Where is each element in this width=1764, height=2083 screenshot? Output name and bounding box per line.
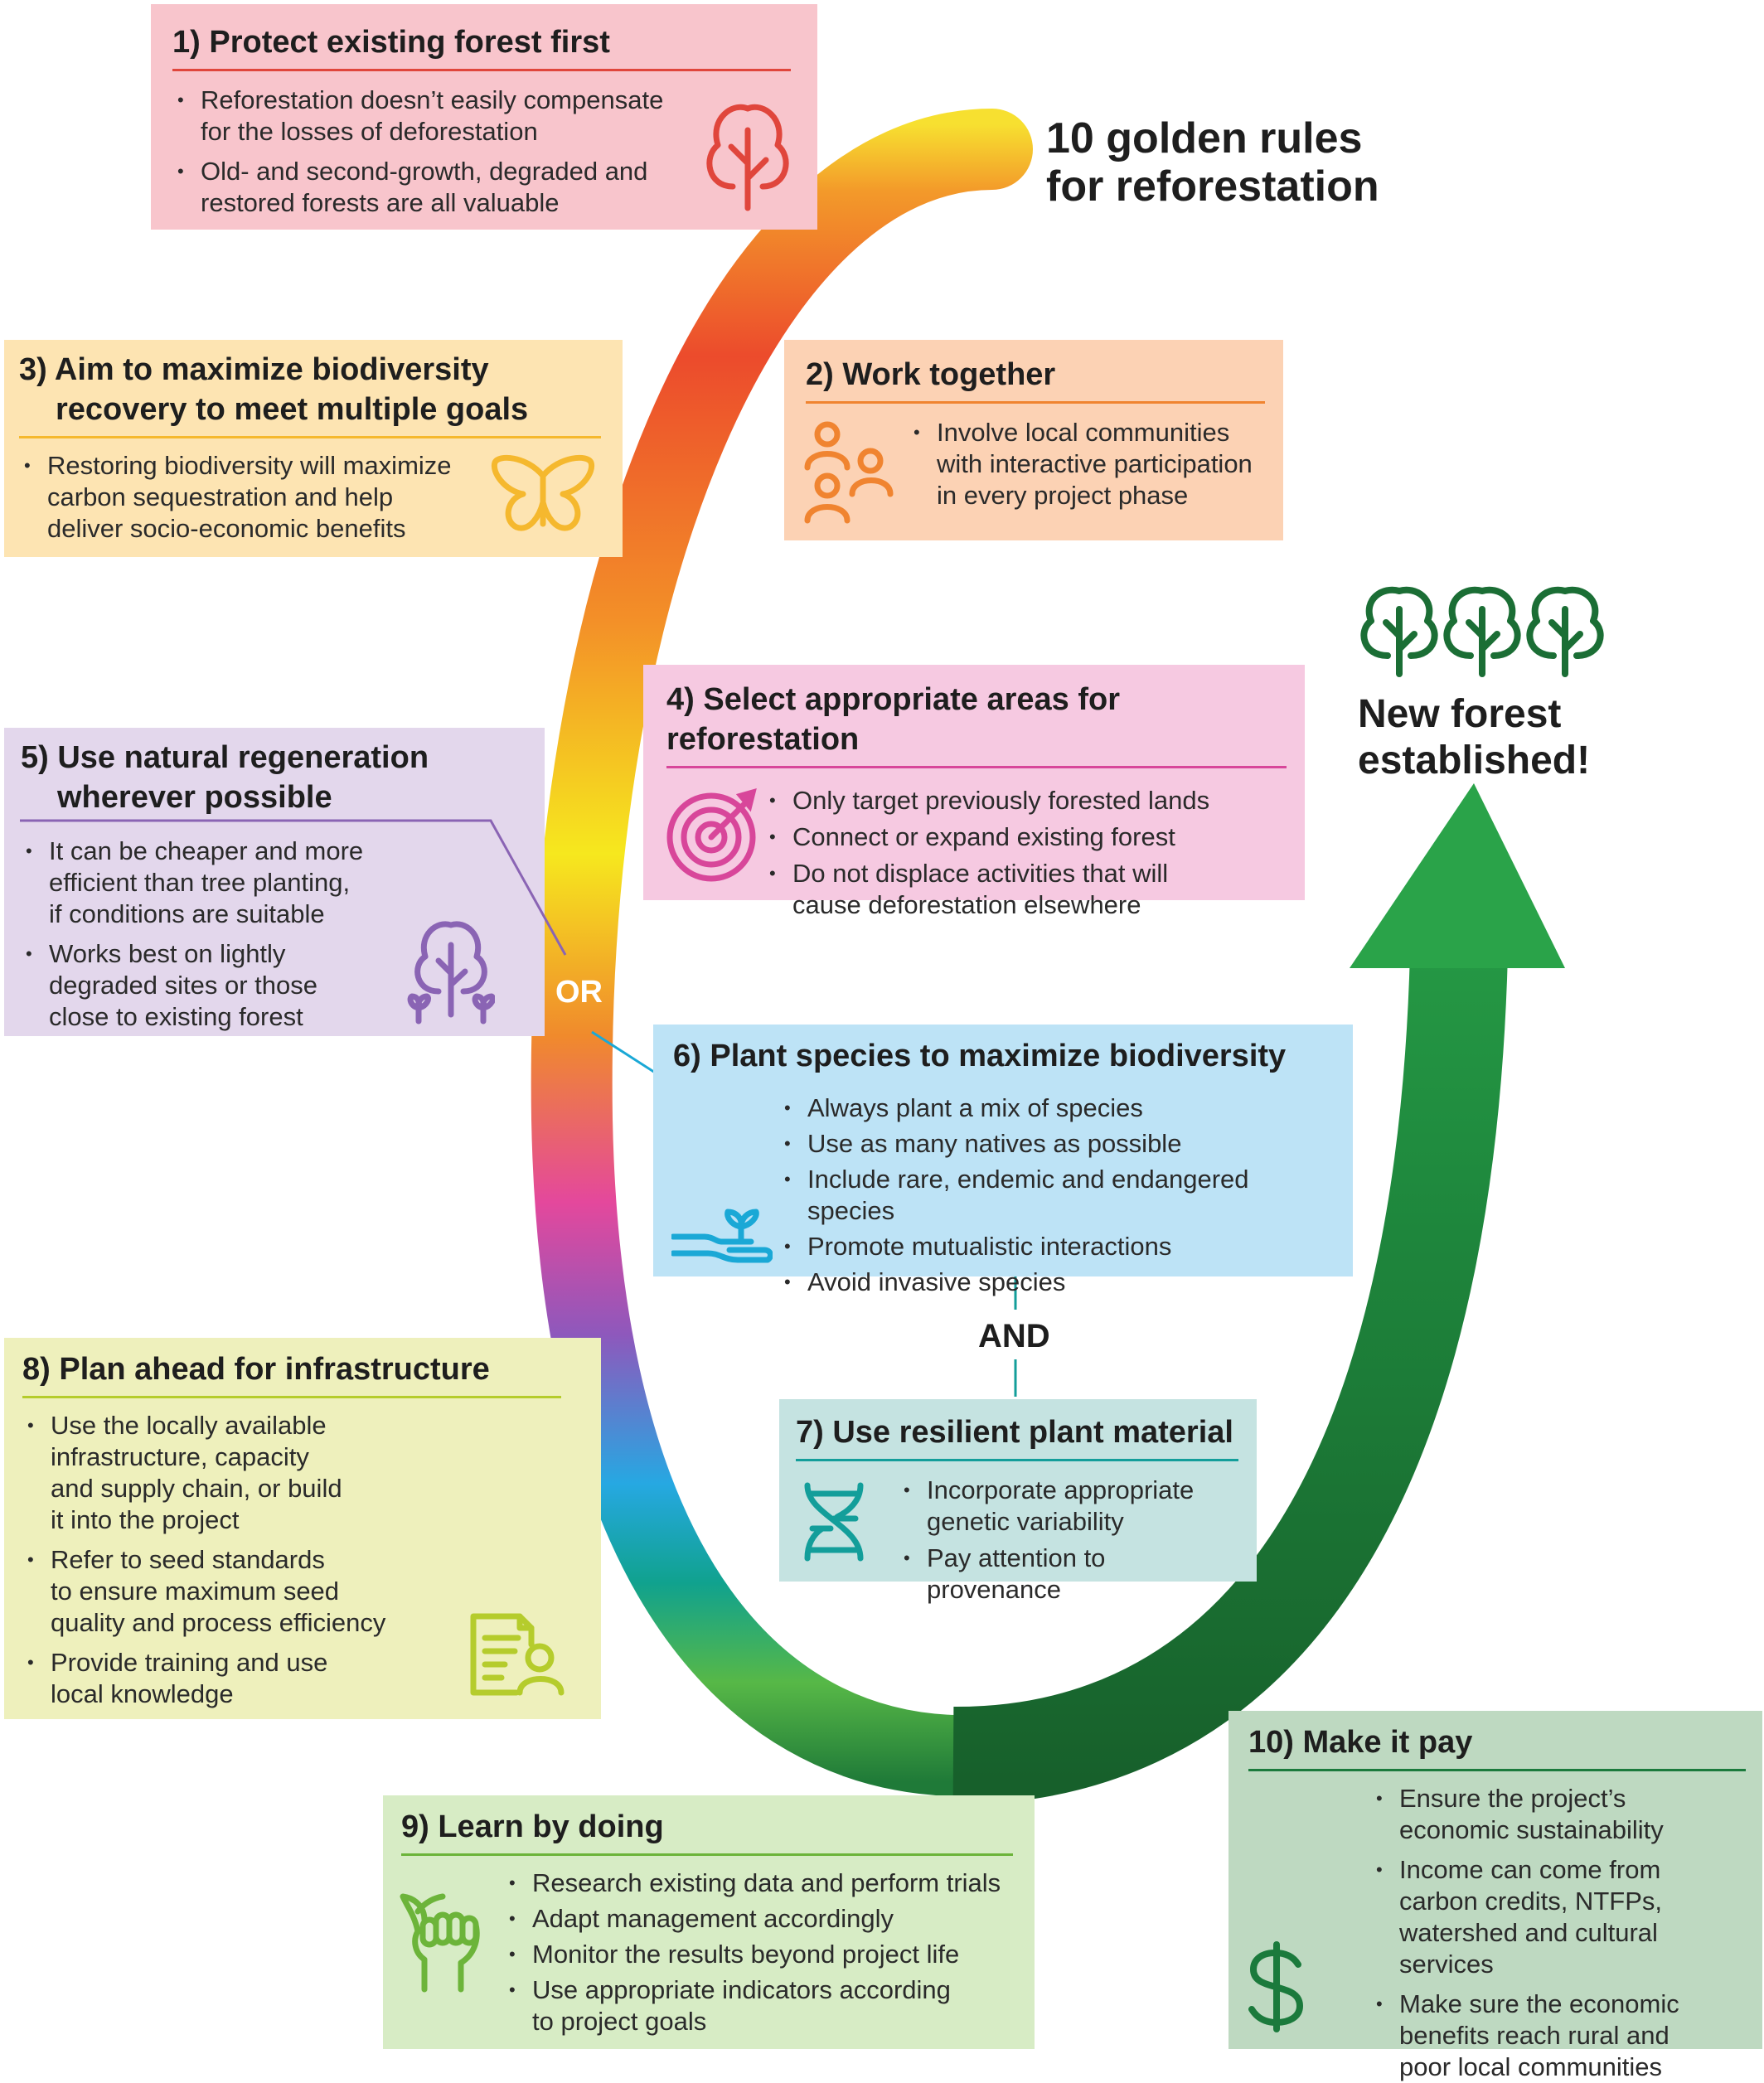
rule-9-bullet: Use appropriate indicators according to …	[504, 1974, 1018, 2037]
rule-3-list: Restoring biodiversity will maximize car…	[19, 450, 601, 545]
rule-6-bullet: Promote mutualistic interactions	[779, 1231, 1335, 1262]
document-person-icon	[470, 1613, 565, 1696]
rule-7-box: 7) Use resilient plant material Incorpor…	[779, 1399, 1257, 1604]
rule-4-list: Only target previously forested lands Co…	[764, 785, 1287, 921]
rule-4-title: 4) Select appropriate areas for reforest…	[666, 680, 1287, 768]
rule-9-title: 9) Learn by doing	[401, 1807, 1013, 1856]
rule-7-bullet: Incorporate appropriate genetic variabil…	[899, 1475, 1240, 1538]
rule-10-bullet: Make sure the economic benefits reach ru…	[1371, 1989, 1746, 2083]
rule-3-box: 3) Aim to maximize biodiversity recovery…	[4, 340, 623, 557]
rule-9-bullet: Research existing data and perform trial…	[504, 1867, 1018, 1899]
rule-6-bullet: Avoid invasive species	[779, 1267, 1335, 1298]
or-connector: OR	[555, 975, 603, 1010]
hand-plant-icon	[671, 1209, 773, 1263]
rule-8-bullet: Use the locally available infrastructure…	[22, 1410, 578, 1536]
outcome-block: New forest established!	[1358, 584, 1606, 784]
rule-8-box: 8) Plan ahead for infrastructure Use the…	[4, 1338, 601, 1719]
target-icon	[666, 787, 757, 882]
rule-2-bullet: Involve local communities with interacti…	[909, 417, 1265, 511]
rule-9-bullet: Adapt management accordingly	[504, 1903, 1018, 1935]
rule-3-bullet: Restoring biodiversity will maximize car…	[19, 450, 601, 545]
rule-3-title-line1: 3) Aim to maximize biodiversity	[19, 352, 489, 387]
rule-8-bullet: Provide training and use local knowledge	[22, 1647, 578, 1710]
rule-5-title-line2: wherever possible	[57, 780, 332, 815]
rule-10-bullet: Income can come from carbon credits, NTF…	[1371, 1854, 1746, 1980]
rule-10-title: 10) Make it pay	[1248, 1722, 1746, 1771]
seedlings-icon	[407, 921, 495, 1025]
rule-1-box: 1) Protect existing forest first Refores…	[151, 4, 817, 230]
people-icon	[804, 421, 894, 524]
rule-10-list: Ensure the project’s economic sustainabi…	[1371, 1783, 1746, 2083]
rule-5-bullet: It can be cheaper and more efficient tha…	[21, 836, 523, 930]
rule-8-list: Use the locally available infrastructure…	[22, 1410, 578, 1710]
rule-2-box: 2) Work together Involve local communiti…	[784, 340, 1283, 540]
rule-5-title-line1: 5) Use natural regeneration	[21, 740, 429, 775]
rule-9-bullet: Monitor the results beyond project life	[504, 1939, 1018, 1970]
outcome-line1: New forest	[1358, 692, 1562, 736]
rule-1-list: Reforestation doesn’t easily compensate …	[172, 85, 791, 219]
rule-4-box: 4) Select appropriate areas for reforest…	[643, 665, 1305, 919]
rule-6-bullet: Include rare, endemic and endangered spe…	[779, 1164, 1335, 1227]
rule-7-bullet: Pay attention to provenance	[899, 1543, 1240, 1606]
rule-8-title: 8) Plan ahead for infrastructure	[22, 1349, 561, 1398]
outcome-line2: established!	[1358, 739, 1591, 782]
rule-4-bullet: Do not displace activities that will cau…	[764, 858, 1287, 921]
rule-1-bullet: Old- and second-growth, degraded and res…	[172, 156, 791, 219]
rule-1-title: 1) Protect existing forest first	[172, 22, 791, 71]
rule-5-box: 5) Use natural regeneration wherever pos…	[4, 728, 545, 1036]
rule-4-bullet: Only target previously forested lands	[764, 785, 1287, 816]
three-trees-icon	[1360, 586, 1604, 677]
rule-7-list: Incorporate appropriate genetic variabil…	[899, 1475, 1240, 1606]
rule-6-list: Always plant a mix of species Use as man…	[779, 1092, 1335, 1298]
rule-5-title: 5) Use natural regeneration wherever pos…	[21, 738, 485, 826]
rule-10-bullet: Ensure the project’s economic sustainabi…	[1371, 1783, 1746, 1846]
rule-6-title: 6) Plant species to maximize biodiversit…	[673, 1039, 1287, 1073]
rule-4-bullet: Connect or expand existing forest	[764, 821, 1287, 853]
rule-9-list: Research existing data and perform trial…	[504, 1867, 1018, 2037]
butterfly-icon	[491, 454, 595, 531]
rule-3-title-line2: recovery to meet multiple goals	[56, 392, 529, 427]
tree-icon	[706, 104, 789, 211]
rule-2-title: 2) Work together	[806, 355, 1265, 404]
rule-5-bullet: Works best on lightly degraded sites or …	[21, 938, 523, 1033]
and-connector: AND	[978, 1318, 1050, 1354]
rule-9-box: 9) Learn by doing Research existing data…	[383, 1795, 1035, 2049]
infographic-title: 10 golden rules for reforestation	[1046, 114, 1379, 211]
rule-6-box: 6) Plant species to maximize biodiversit…	[653, 1025, 1353, 1298]
rule-6-bullet: Always plant a mix of species	[779, 1092, 1335, 1124]
rule-8-bullet: Refer to seed standards to ensure maximu…	[22, 1544, 578, 1639]
dollar-icon	[1248, 1941, 1303, 2032]
dna-icon	[804, 1482, 864, 1562]
rule-6-bullet: Use as many natives as possible	[779, 1128, 1335, 1160]
rule-1-bullet: Reforestation doesn’t easily compensate …	[172, 85, 791, 148]
rule-3-title: 3) Aim to maximize biodiversity recovery…	[19, 350, 601, 438]
rule-2-list: Involve local communities with interacti…	[909, 417, 1265, 511]
rule-10-box: 10) Make it pay Ensure the project’s eco…	[1228, 1711, 1762, 2081]
rule-5-list: It can be cheaper and more efficient tha…	[21, 836, 523, 1033]
rule-7-title: 7) Use resilient plant material	[796, 1412, 1238, 1461]
fist-leaf-icon	[400, 1893, 480, 1993]
